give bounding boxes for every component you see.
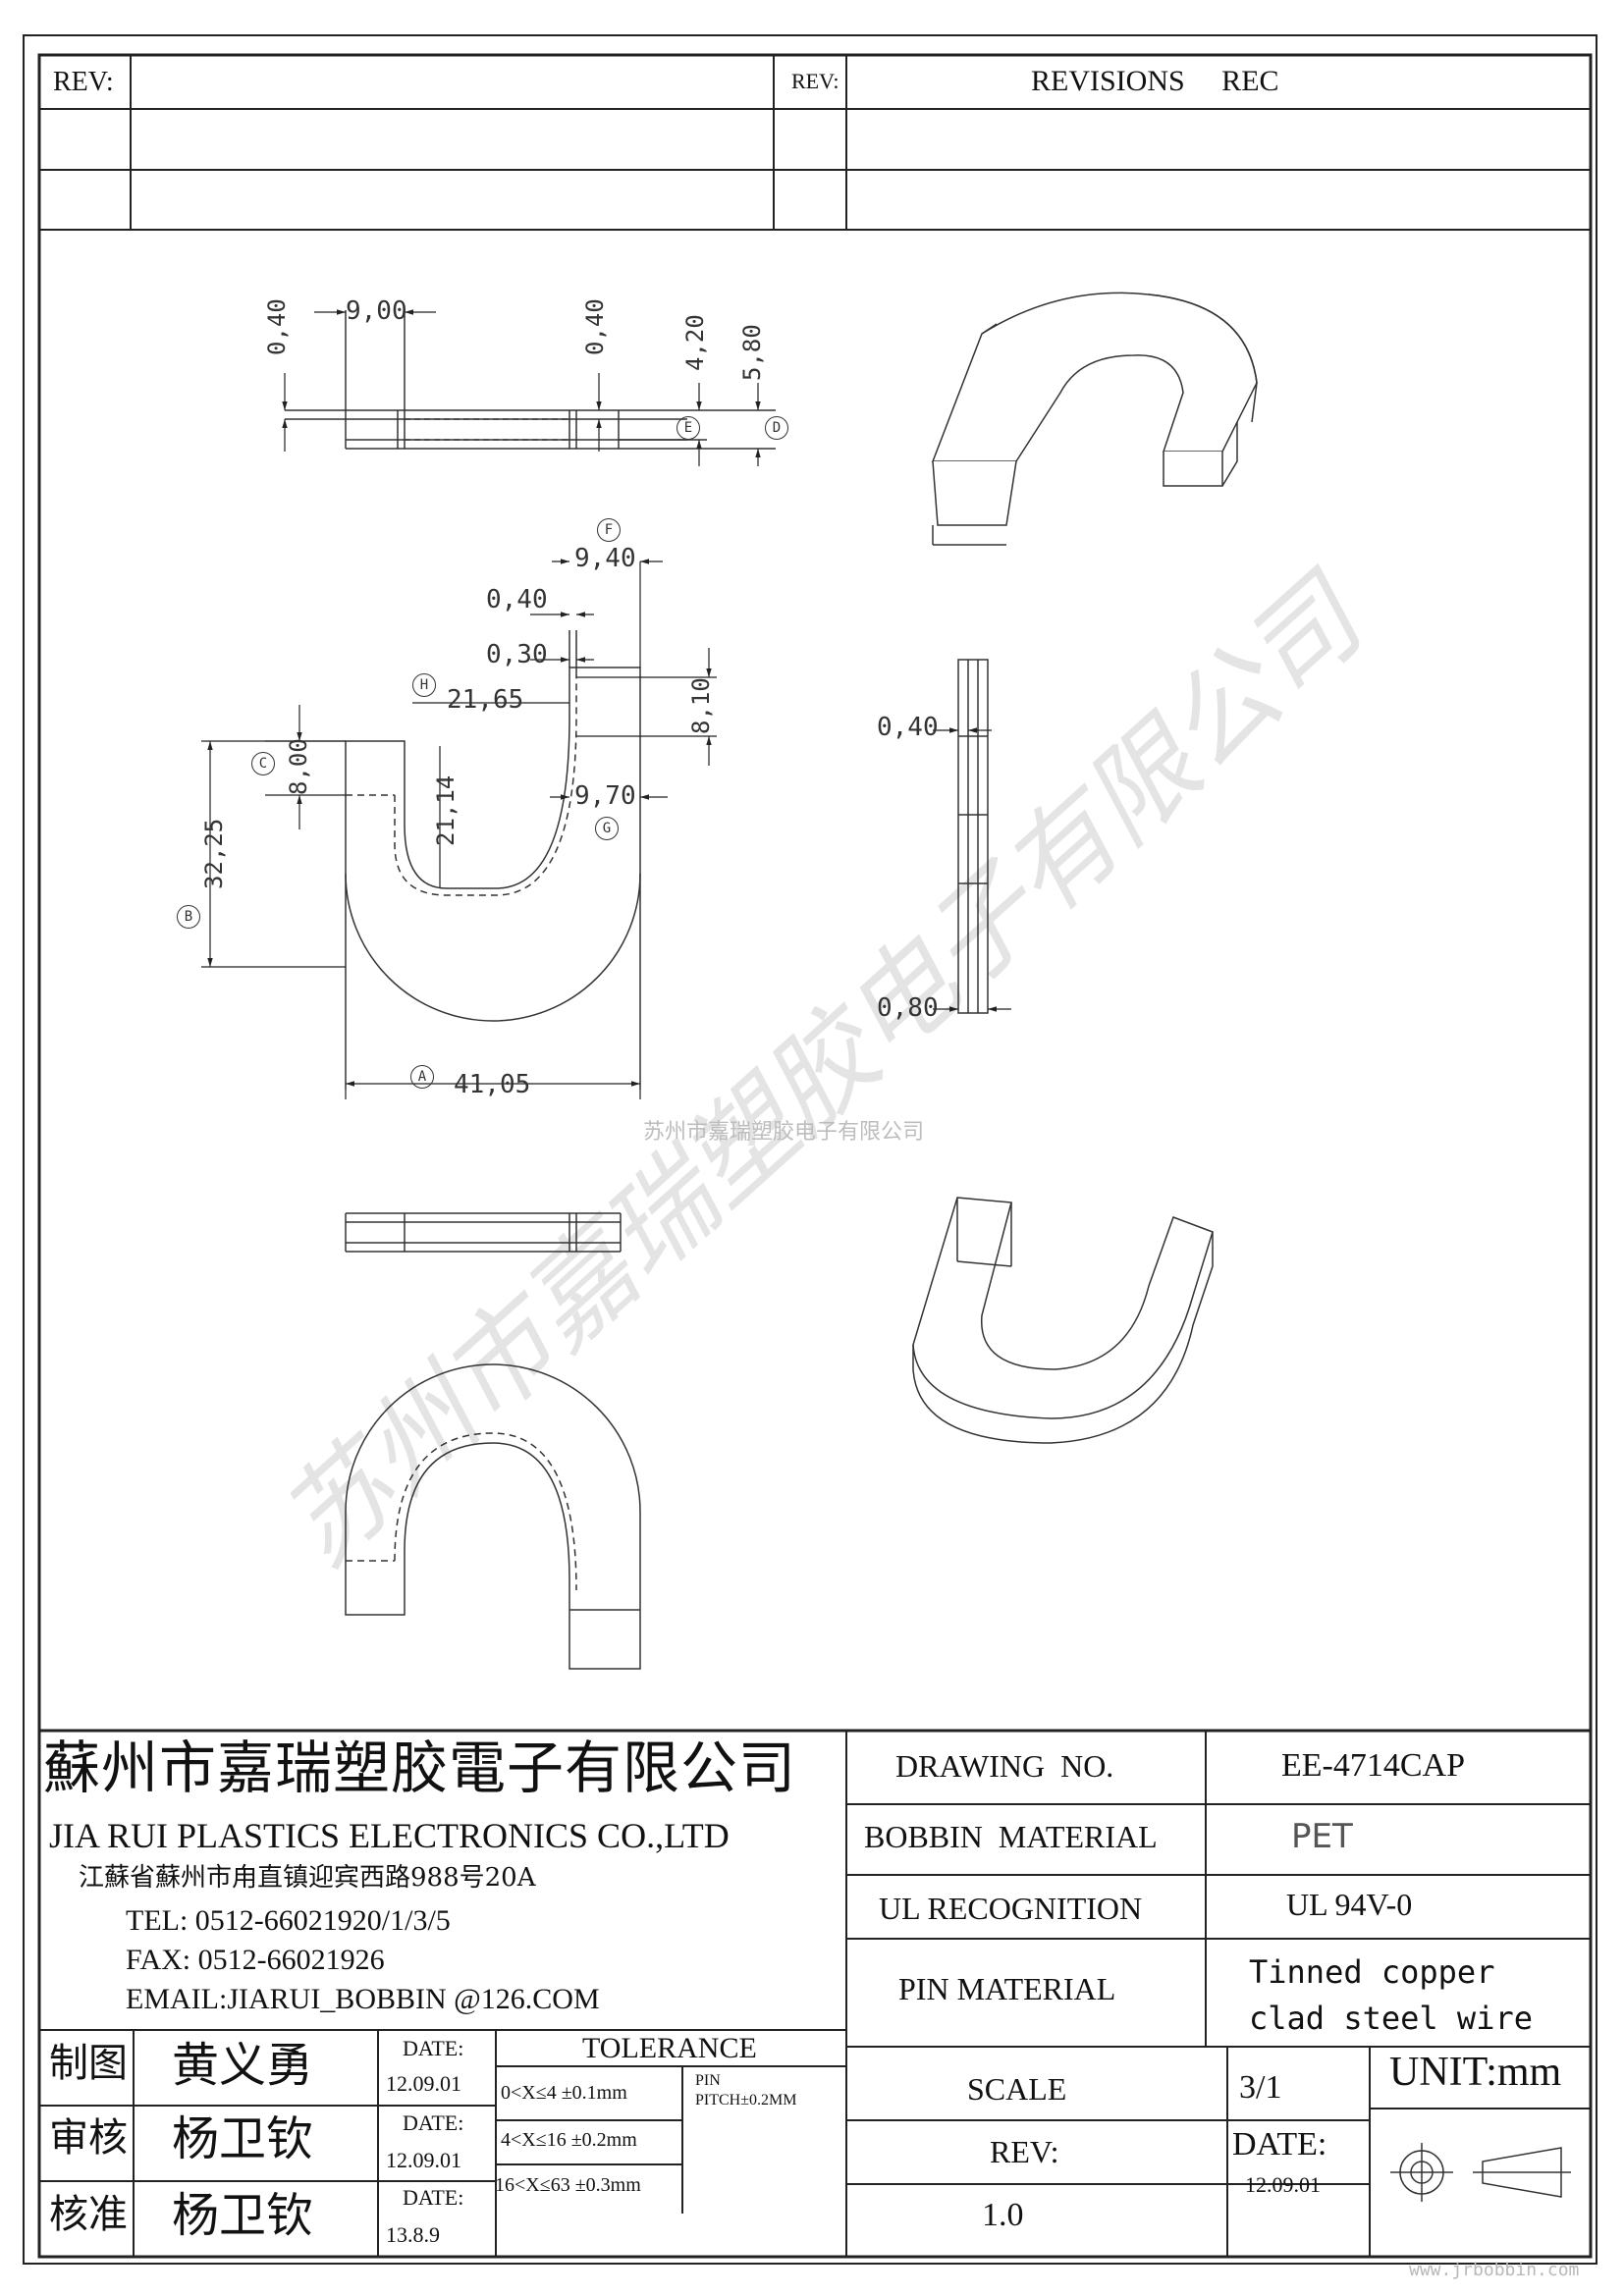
pin-material-line2: clad steel wire	[1249, 2000, 1533, 2037]
dim-label: 9,40	[574, 544, 636, 573]
tolerance-row-2: 4<X≤16 ±0.2mm	[501, 2129, 637, 2151]
drawing-no-label: DRAWING NO.	[895, 1748, 1114, 1784]
inner-frame	[37, 53, 1593, 2259]
approved-by: 杨卫钦	[172, 2188, 314, 2243]
side-view-dims	[933, 727, 1011, 1012]
date-label-large: DATE:	[1232, 2126, 1327, 2163]
checked-label: 审核	[49, 2115, 128, 2161]
dim-label: 9,00	[346, 296, 407, 326]
drawn-label: 制图	[49, 2041, 128, 2086]
dim-label: 8,10	[687, 677, 715, 734]
marker-f: F	[597, 518, 621, 542]
iso-view-top	[931, 292, 1258, 546]
pin-material-line1: Tinned copper	[1249, 1953, 1495, 1991]
company-email: EMAIL:JIARUI_BOBBIN @126.COM	[126, 1983, 600, 2015]
dim-label: 0,40	[486, 585, 548, 614]
ul-recognition-label: UL RECOGNITION	[879, 1891, 1143, 1926]
dim-label: 0,40	[263, 298, 291, 355]
dim-label: 0,80	[877, 993, 939, 1023]
top-view	[285, 310, 776, 450]
front-view-dims	[201, 559, 717, 1099]
rev-value: 1.0	[982, 2197, 1024, 2233]
bottom-view	[345, 1363, 641, 1670]
scale-value: 3/1	[1239, 2069, 1282, 2106]
rev-label: REV:	[990, 2134, 1059, 2169]
tolerance-row-3: 16<X≤63 ±0.3mm	[495, 2174, 641, 2196]
date-value: 12.09.01	[1245, 2172, 1321, 2197]
pin-label: PIN	[695, 2072, 721, 2089]
marker-d: D	[765, 416, 788, 440]
ul-recognition-value: UL 94V-0	[1286, 1887, 1413, 1922]
company-name-cn: 蘇州市嘉瑞塑胶電子有限公司	[43, 1735, 797, 1801]
tolerance-row-1: 0<X≤4 ±0.1mm	[501, 2082, 627, 2104]
watermark-company: 苏州市嘉瑞塑胶电子有限公司	[643, 1120, 925, 1145]
pin-pitch: PITCH±0.2MM	[695, 2092, 797, 2109]
marker-e: E	[677, 416, 700, 440]
company-address: 江蘇省蘇州市甪直镇迎宾西路988号20A	[79, 1863, 536, 1893]
rev-label-mid: REV:	[791, 69, 839, 93]
top-view-dims	[282, 309, 761, 466]
watermark-url: www.jrbobbin.com	[1409, 2260, 1580, 2280]
marker-h: H	[412, 673, 436, 697]
unit-label: UNIT:mm	[1389, 2050, 1562, 2095]
dim-label: 0,30	[486, 640, 548, 669]
date-label-approved: DATE:	[403, 2185, 464, 2210]
scale-label: SCALE	[967, 2071, 1067, 2107]
pin-material-label: PIN MATERIAL	[898, 1971, 1116, 2006]
checked-by: 杨卫钦	[172, 2111, 314, 2166]
approved-label: 核准	[49, 2192, 128, 2237]
bobbin-material-label: BOBBIN MATERIAL	[864, 1819, 1158, 1854]
dim-label: 4,20	[681, 314, 709, 371]
front-view	[345, 630, 641, 1090]
bobbin-material: PET	[1291, 1817, 1353, 1856]
dim-label: 5,80	[738, 324, 766, 381]
date-approved: 13.8.9	[386, 2222, 440, 2247]
outer-frame	[23, 34, 1597, 2265]
dim-label: 0,40	[877, 713, 939, 742]
projection-symbol-icon	[1390, 2143, 1571, 2202]
dim-label: 32,25	[200, 818, 228, 889]
company-fax: FAX: 0512-66021926	[126, 1944, 385, 1976]
bottom-section-view	[345, 1212, 622, 1253]
dim-label: 21,14	[432, 774, 460, 846]
dim-label: 21,65	[447, 685, 524, 715]
dim-label: 0,40	[581, 298, 609, 355]
tolerance-label: TOLERANCE	[582, 2032, 757, 2064]
marker-b: B	[177, 905, 200, 929]
company-tel: TEL: 0512-66021920/1/3/5	[126, 1904, 451, 1937]
marker-a: A	[410, 1065, 434, 1089]
date-label-drawn: DATE:	[403, 2036, 464, 2060]
iso-view-bottom	[912, 1197, 1214, 1444]
revisions-grid	[39, 55, 1591, 231]
rev-label-left: REV:	[53, 67, 114, 97]
marker-g: G	[595, 817, 619, 840]
dim-label: 8,00	[285, 738, 312, 795]
side-view	[957, 659, 989, 1014]
date-label-checked: DATE:	[403, 2110, 464, 2135]
date-checked: 12.09.01	[386, 2148, 461, 2172]
title-block-grid	[39, 1729, 1591, 2257]
drawn-by: 黄义勇	[172, 2038, 314, 2093]
dim-label: 41,05	[454, 1070, 531, 1099]
date-drawn: 12.09.01	[386, 2071, 461, 2096]
marker-c: C	[251, 752, 275, 775]
company-name-en: JIA RUI PLASTICS ELECTRONICS CO.,LTD	[49, 1816, 730, 1855]
dim-label: 9,70	[574, 781, 636, 811]
drawing-no: EE-4714CAP	[1281, 1747, 1465, 1784]
revisions-title: REVISIONS REC	[1031, 65, 1279, 97]
